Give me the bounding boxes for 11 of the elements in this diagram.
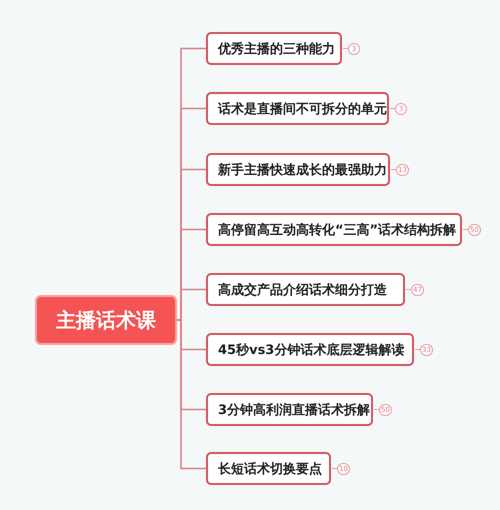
topic-box: 高成交产品介绍话术细分打造 xyxy=(206,273,405,306)
root-topic-box: 主播话术课 xyxy=(35,295,177,345)
connector-line xyxy=(177,288,206,321)
topic-box: 话术是直播间不可拆分的单元 xyxy=(206,92,389,125)
topic-box: 3分钟高利润直播话术拆解 xyxy=(206,393,373,426)
topic-box: 长短话术切换要点 xyxy=(206,452,331,485)
topic-box: 新手主播快速成长的最强助力 xyxy=(206,153,390,186)
topic-box: 高停留高互动高转化“三高”话术结构拆解 xyxy=(206,213,462,246)
topic-box: 45秒vs3分钟话术底层逻辑解读 xyxy=(206,333,414,366)
connector-line xyxy=(177,319,206,470)
topic-box: 优秀主播的三种能力 xyxy=(206,32,342,65)
